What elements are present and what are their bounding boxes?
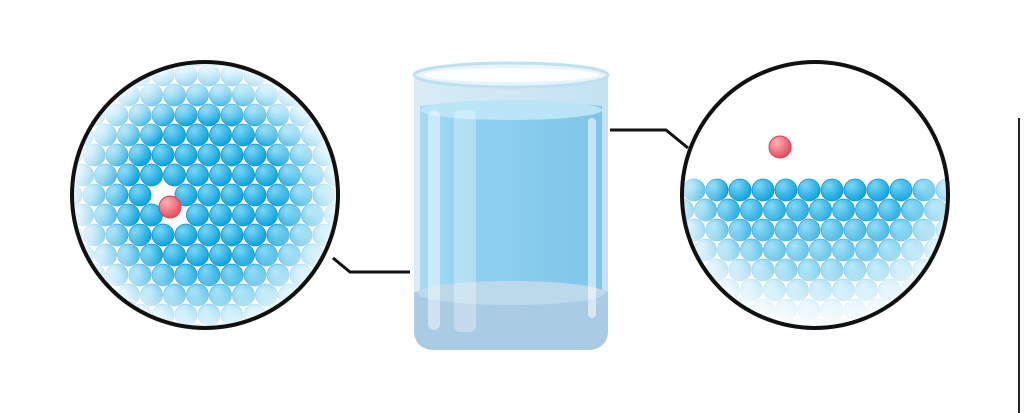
left-solute-particle <box>158 195 182 219</box>
right-edge-line <box>1018 118 1020 413</box>
left-connector-line <box>332 256 410 274</box>
glass-water <box>420 101 602 292</box>
right-connector-line <box>610 128 689 150</box>
left-zoom-circle <box>70 60 340 330</box>
right-zoom-outline <box>680 60 950 330</box>
water-glass-icon <box>412 61 610 350</box>
left-zoom-outline <box>70 60 340 330</box>
right-solute-particle <box>768 135 792 159</box>
glass-bottom <box>414 288 608 350</box>
right-zoom-circle <box>680 60 950 330</box>
